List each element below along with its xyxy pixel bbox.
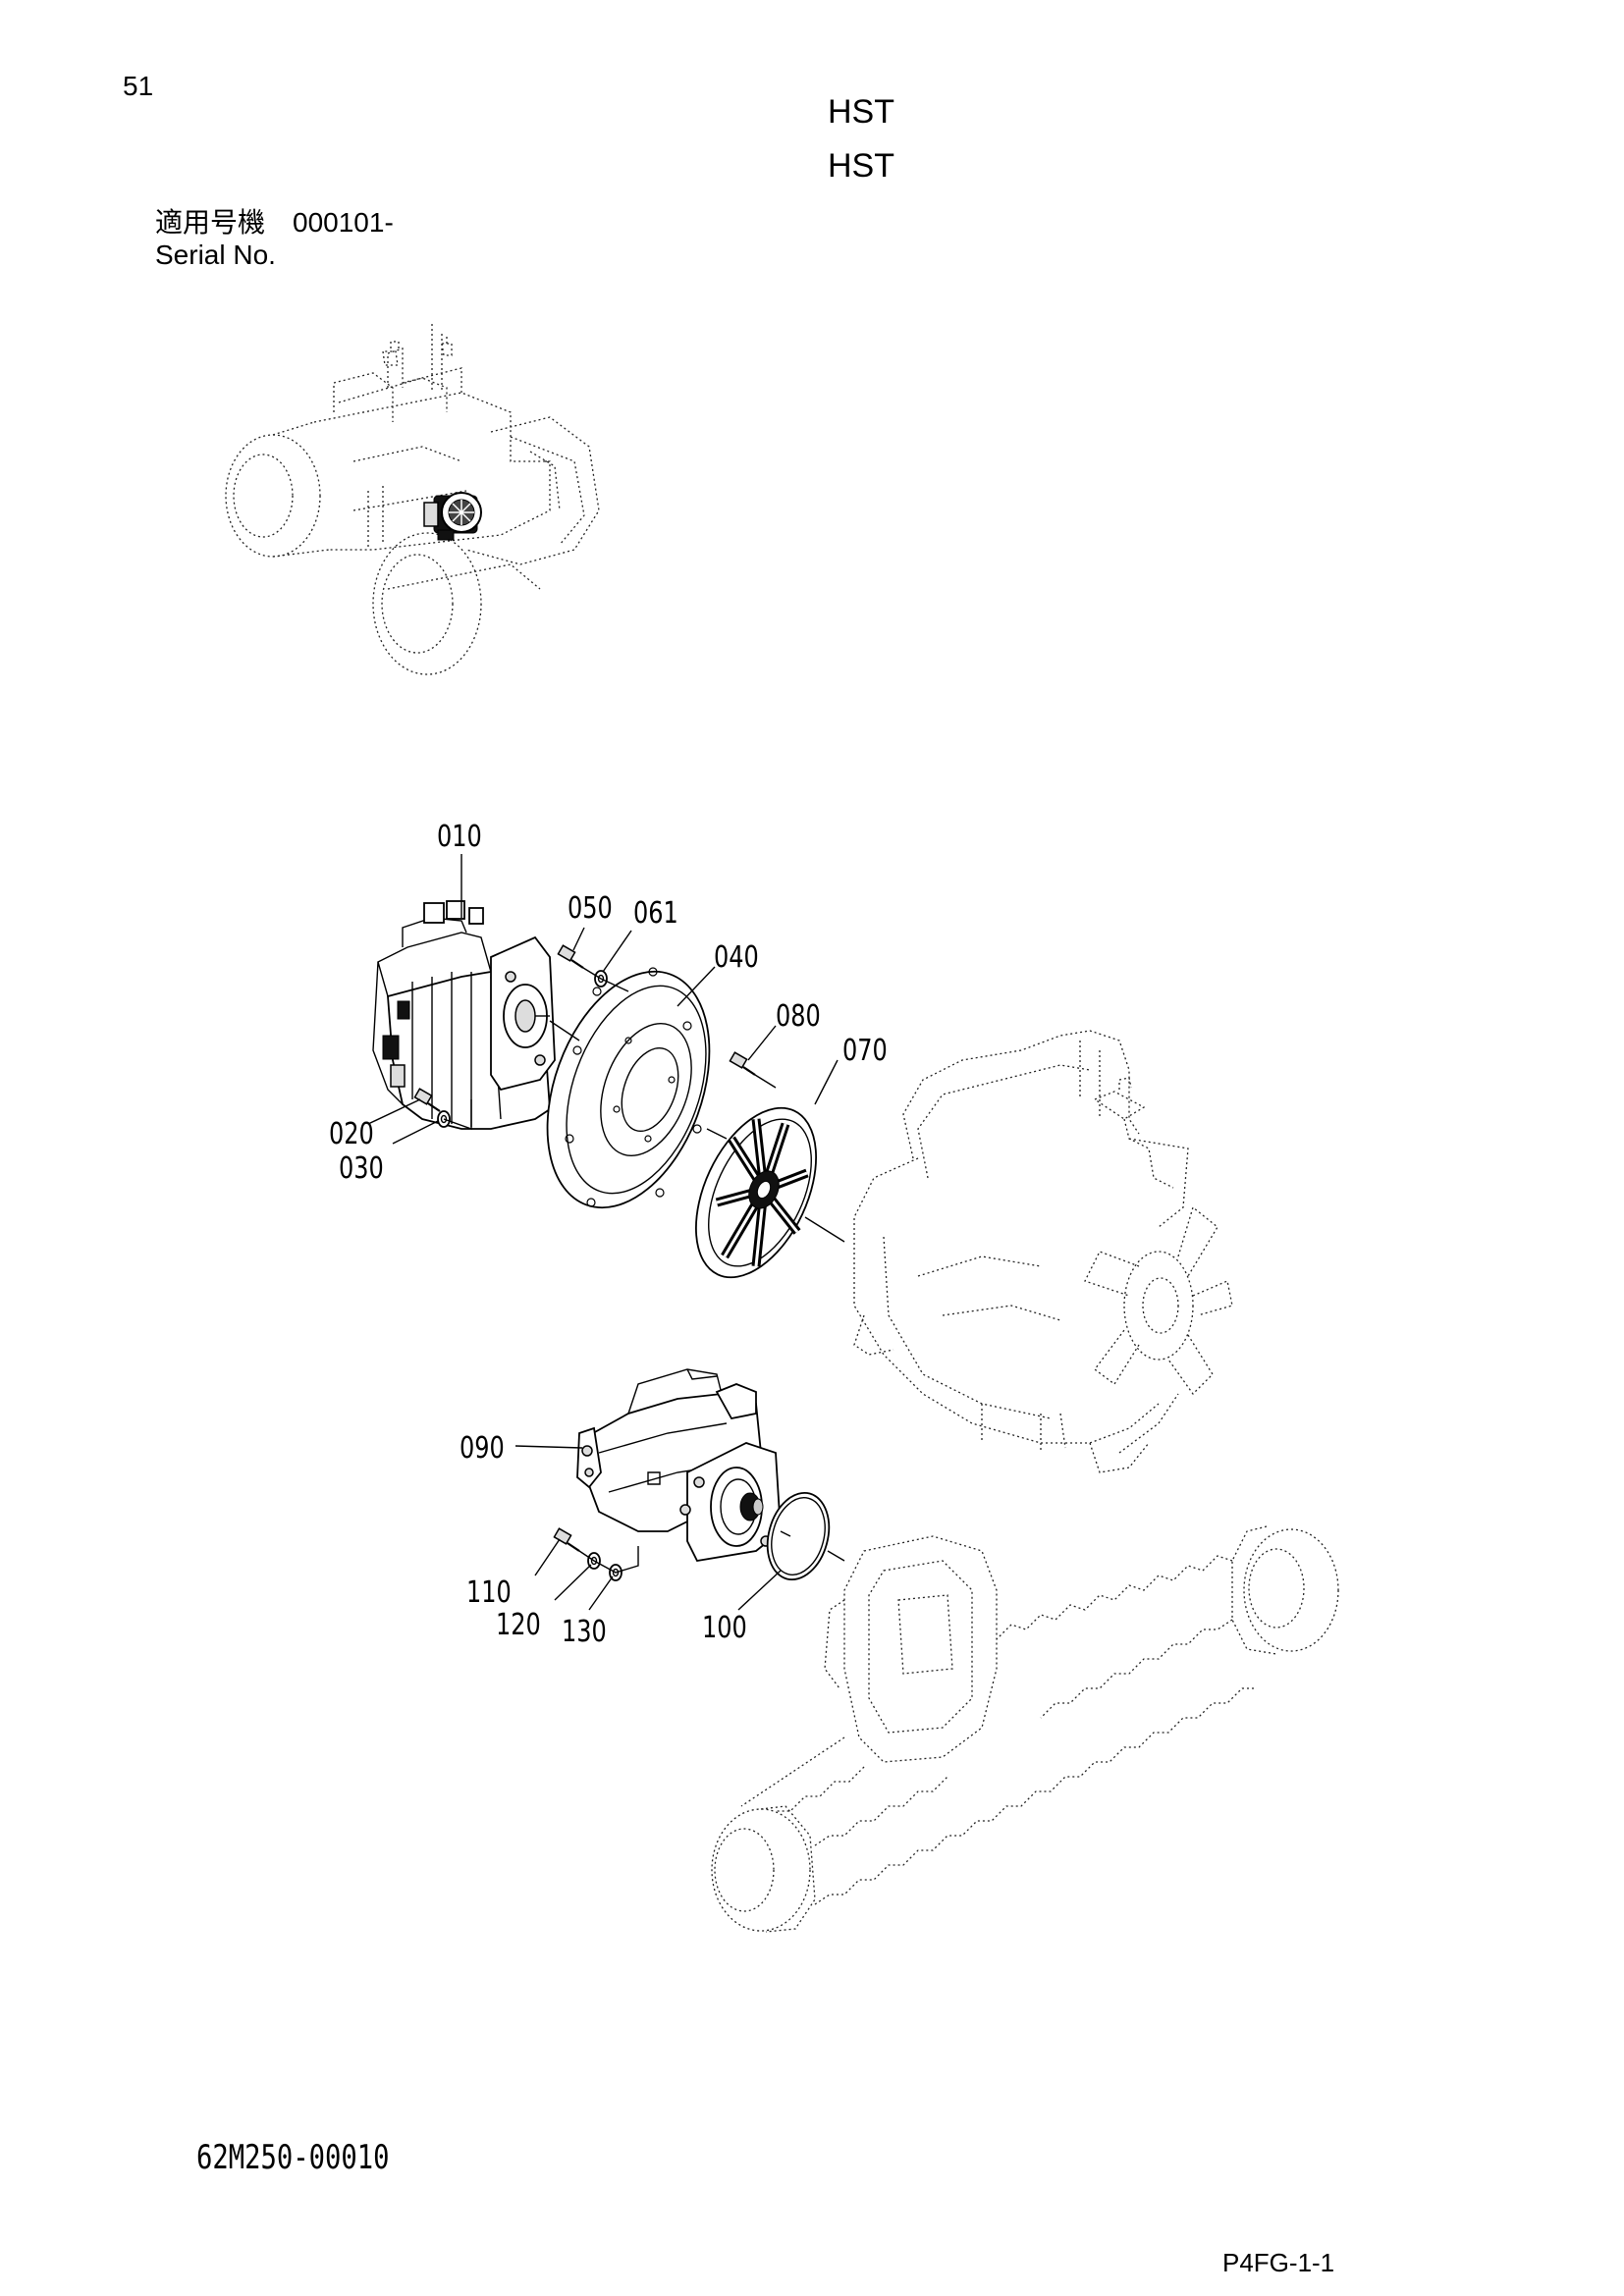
drawing-number: 62M250-00010 — [196, 2138, 390, 2177]
footer-code: P4FG-1-1 — [1222, 2248, 1335, 2277]
callout-090: 090 — [460, 1431, 505, 1465]
callout-030: 030 — [339, 1151, 384, 1185]
bolt-part-020 — [413, 1088, 441, 1112]
callout-061: 061 — [633, 896, 678, 930]
callout-130: 130 — [562, 1615, 607, 1648]
hst-pump-part-010 — [372, 900, 556, 1130]
page-title-jp: HST — [828, 93, 894, 131]
leader-lines — [367, 854, 839, 1611]
bolt-part-110 — [553, 1527, 580, 1552]
axle-outline — [711, 1525, 1339, 1933]
callout-labels: 010 050 061 040 080 070 020 030 090 110 … — [329, 820, 888, 1648]
machine-location-thumbnail — [225, 324, 600, 675]
serial-label-jp: 適用号機 — [155, 206, 266, 239]
callout-110: 110 — [466, 1575, 512, 1609]
engine-outline — [853, 1030, 1233, 1473]
page-number: 51 — [123, 71, 154, 101]
callout-080: 080 — [776, 999, 821, 1033]
o-ring-part-100 — [766, 1491, 831, 1581]
callout-040: 040 — [714, 940, 759, 974]
flywheel-plate-part-040 — [546, 967, 711, 1209]
callout-050: 050 — [568, 891, 613, 925]
callout-120: 120 — [496, 1608, 541, 1641]
coupling-part-070 — [695, 1106, 817, 1279]
callout-070: 070 — [842, 1034, 888, 1067]
hst-motor-part-090 — [576, 1368, 782, 1562]
serial-row: 適用号機 000101- — [155, 201, 394, 240]
callout-020: 020 — [329, 1117, 374, 1150]
serial-value: 000101- — [293, 207, 394, 238]
serial-label-en: Serial No. — [155, 240, 276, 270]
bolt-part-050 — [557, 944, 584, 969]
page-title-en: HST — [828, 147, 894, 185]
callout-100: 100 — [702, 1611, 747, 1644]
callout-010: 010 — [437, 820, 482, 853]
bolt-part-080 — [729, 1051, 756, 1076]
